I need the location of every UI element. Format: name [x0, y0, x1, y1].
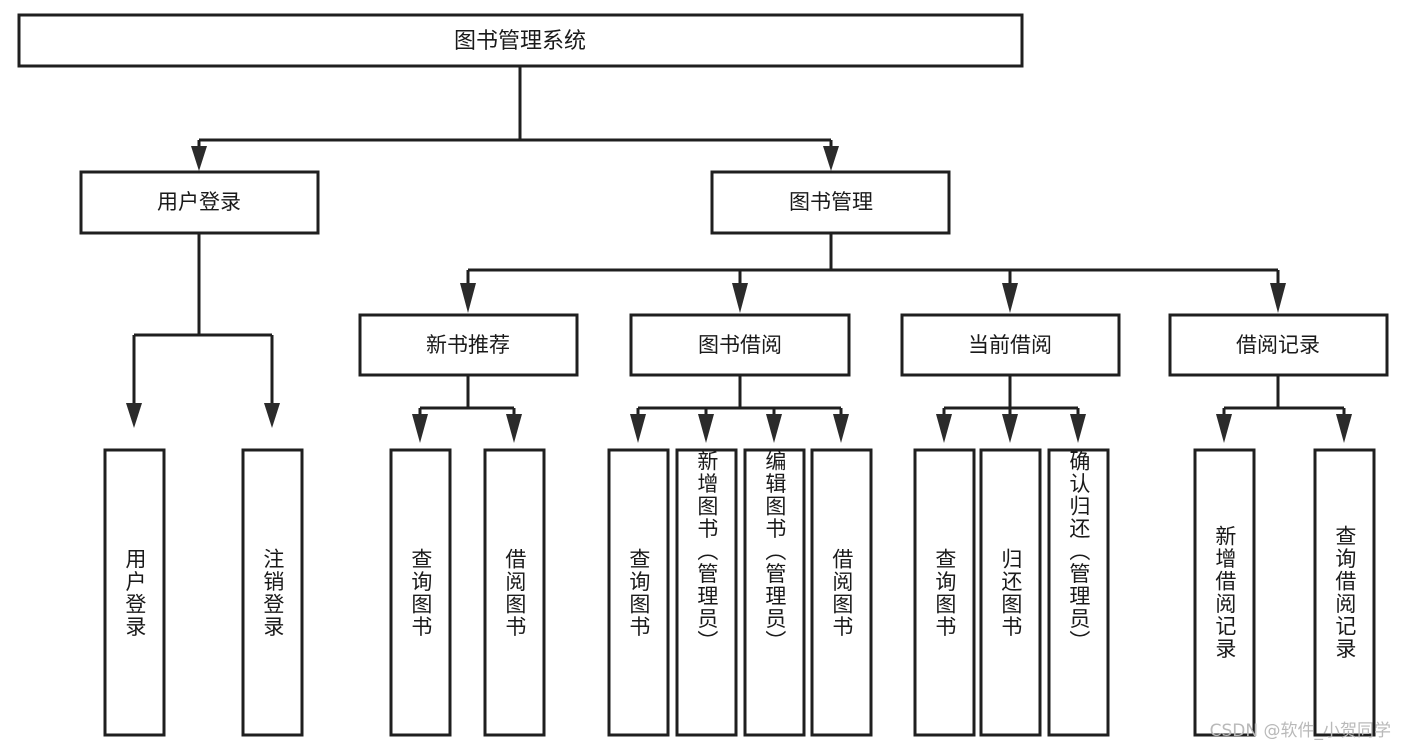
node-user-login-box[interactable] — [79, 170, 320, 235]
leaf-boxes-book-borrow — [607, 448, 873, 737]
node-book-borrow-box[interactable] — [629, 313, 851, 377]
node-user-login[interactable]: 用户登录 — [79, 170, 320, 235]
leaf-boxes-user-login — [103, 448, 304, 737]
connector-group-current-borrow — [936, 375, 1086, 443]
leaf-box-edit-book-admin[interactable] — [743, 448, 806, 737]
leaf-box-user-login[interactable] — [103, 448, 166, 737]
node-book-borrow[interactable]: 图书借阅 — [629, 313, 851, 377]
arrow-user-login-leaf-1 — [126, 403, 142, 428]
leaf-box-add-borrow-record[interactable] — [1193, 448, 1256, 737]
leaf-boxes-current-borrow — [913, 448, 1110, 737]
node-current-borrow-box[interactable] — [900, 313, 1121, 377]
arrow-to-new-book-recommend — [460, 283, 476, 313]
leaf-box-confirm-return-admin[interactable] — [1047, 448, 1110, 737]
arrow-book-borrow-leaf-4 — [833, 414, 849, 443]
arrow-to-borrow-record — [1270, 283, 1286, 313]
node-new-book-recommend-label: 新书推荐 — [426, 333, 510, 357]
arrow-new-book-leaf-1 — [412, 414, 428, 443]
leaf-box-borrow-book-1[interactable] — [483, 448, 546, 737]
leaf-boxes-new-book-recommend — [389, 448, 546, 737]
connector-group-borrow-record — [1216, 375, 1352, 443]
leaf-boxes-borrow-record — [1193, 448, 1376, 737]
node-book-mgmt-label: 图书管理 — [789, 190, 873, 214]
arrow-new-book-leaf-2 — [506, 414, 522, 443]
arrow-root-to-user-login — [191, 146, 207, 171]
node-user-login-label: 用户登录 — [157, 190, 241, 214]
leaf-box-logout[interactable] — [241, 448, 304, 737]
arrow-borrow-record-leaf-1 — [1216, 414, 1232, 443]
leaf-box-return-book[interactable] — [979, 448, 1042, 737]
node-current-borrow-label: 当前借阅 — [968, 333, 1052, 357]
connector-group-root — [191, 66, 839, 171]
leaf-box-add-book-admin[interactable] — [675, 448, 738, 737]
leaf-box-query-book-2[interactable] — [607, 448, 670, 737]
arrow-to-book-borrow — [732, 283, 748, 313]
connector-group-book-borrow — [630, 375, 849, 443]
leaf-box-query-book-3[interactable] — [913, 448, 976, 737]
leaf-box-borrow-book-2[interactable] — [810, 448, 873, 737]
node-new-book-recommend[interactable]: 新书推荐 — [358, 313, 579, 377]
node-borrow-record-label: 借阅记录 — [1236, 333, 1320, 357]
node-current-borrow[interactable]: 当前借阅 — [900, 313, 1121, 377]
arrow-book-borrow-leaf-3 — [766, 414, 782, 443]
node-new-book-recommend-box[interactable] — [358, 313, 579, 377]
connector-group-book-mgmt — [460, 233, 1286, 313]
node-root[interactable]: 图书管理系统 — [17, 13, 1024, 68]
arrow-user-login-leaf-2 — [264, 403, 280, 428]
arrow-current-borrow-leaf-2 — [1002, 414, 1018, 443]
watermark-text: CSDN @软件_小贺同学 — [1209, 721, 1391, 741]
arrow-current-borrow-leaf-3 — [1070, 414, 1086, 443]
node-borrow-record-box[interactable] — [1168, 313, 1389, 377]
node-borrow-record[interactable]: 借阅记录 — [1168, 313, 1389, 377]
connector-group-new-book-recommend — [412, 375, 522, 443]
connector-group-user-login — [126, 233, 280, 428]
arrow-borrow-record-leaf-2 — [1336, 414, 1352, 443]
node-book-borrow-label: 图书借阅 — [698, 333, 782, 357]
arrow-book-borrow-leaf-2 — [698, 414, 714, 443]
leaf-box-query-book-1[interactable] — [389, 448, 452, 737]
arrow-current-borrow-leaf-1 — [936, 414, 952, 443]
node-root-box[interactable] — [17, 13, 1024, 68]
node-root-label: 图书管理系统 — [454, 29, 586, 54]
leaf-box-query-borrow-record[interactable] — [1313, 448, 1376, 737]
arrow-to-current-borrow — [1002, 283, 1018, 313]
node-book-mgmt[interactable]: 图书管理 — [710, 170, 951, 235]
arrow-book-borrow-leaf-1 — [630, 414, 646, 443]
arrow-root-to-book-mgmt — [823, 146, 839, 171]
node-book-mgmt-box[interactable] — [710, 170, 951, 235]
